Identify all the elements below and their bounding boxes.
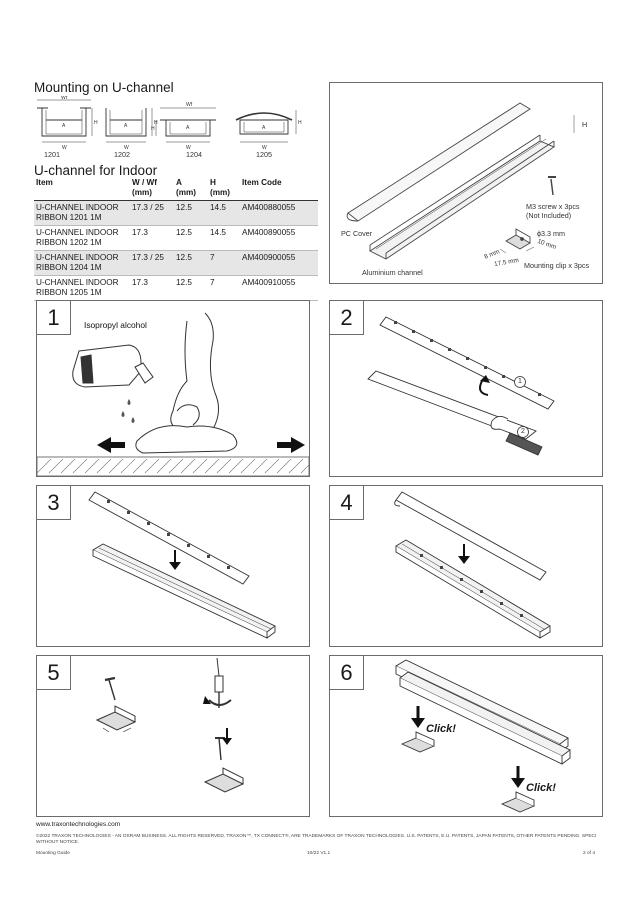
step-4-panel: 4 [329, 485, 603, 647]
screw-label: M3 screw x 3pcs [526, 202, 580, 211]
step-1-illustration [37, 312, 309, 476]
mounting-title: Mounting on U-channel [34, 80, 174, 95]
profile-label-1204: 1204 [186, 150, 202, 159]
step-5-panel: 5 [36, 655, 310, 817]
clip-label: Mounting clip x 3pcs [524, 261, 590, 270]
profile-1201 [37, 99, 93, 143]
profile-diagrams: Wf A W H A W H Wf A W H A W H [37, 96, 302, 151]
legal-line-1: ©2022 TRAXON TECHNOLOGIES - AN OSRAM BUS… [36, 834, 596, 839]
svg-text:W: W [262, 145, 267, 151]
kit-illustration [346, 102, 575, 260]
svg-text:H: H [151, 126, 155, 132]
col-w: W / Wf(mm) [130, 178, 174, 201]
svg-text:A: A [262, 125, 266, 131]
svg-text:A: A [124, 123, 128, 129]
col-code: Item Code [240, 178, 318, 201]
svg-text:H: H [94, 120, 98, 126]
pc-cover-label: PC Cover [341, 229, 373, 238]
indoor-title: U-channel for Indoor [34, 163, 158, 178]
svg-text:W: W [186, 145, 191, 151]
step-4-illustration [394, 491, 551, 639]
profile-label-1202: 1202 [114, 150, 130, 159]
step-3-illustration [88, 491, 276, 639]
svg-text:H: H [298, 120, 302, 126]
profile-1202 [105, 108, 153, 143]
col-item: Item [34, 178, 130, 201]
aluminium-label: Aluminium channel [362, 268, 423, 277]
svg-text:Wf: Wf [61, 96, 68, 101]
page-number: 2 of 4 [583, 851, 596, 856]
profile-1204 [155, 107, 216, 143]
doc-name: Mounting Guide [36, 851, 70, 856]
svg-text:H: H [154, 120, 158, 126]
step-5-illustration [95, 657, 245, 793]
step-6-number: 6 [330, 656, 364, 690]
step-6-panel: 6 Click! Click! [329, 655, 603, 817]
step-5-number: 5 [37, 656, 71, 690]
kit-contents-panel: H PC Cover Aluminium channel M3 screw x … [329, 82, 603, 284]
circle-1-label: 1 [518, 378, 522, 385]
doc-version: 10/22 V1.1 [307, 851, 331, 856]
screw-note: (Not Included) [526, 211, 572, 220]
legal-line-2: WITHOUT NOTICE. [36, 840, 80, 845]
product-table: Item W / Wf(mm) A(mm) H(mm) Item Code U-… [34, 178, 318, 301]
table-header-row: Item W / Wf(mm) A(mm) H(mm) Item Code [34, 178, 318, 201]
col-h: H(mm) [208, 178, 240, 201]
h-dim-label: H [582, 120, 588, 129]
diameter-label: ϕ3.3 mm [537, 229, 565, 238]
click-label-1: Click! [426, 723, 456, 735]
profile-1205 [235, 110, 297, 143]
profile-label-1201: 1201 [44, 150, 60, 159]
profile-label-1205: 1205 [256, 150, 272, 159]
step-6-illustration [395, 659, 571, 813]
website-link[interactable]: www.traxontechnologies.com [36, 821, 121, 828]
circle-2-label: 2 [521, 428, 525, 435]
svg-text:A: A [62, 123, 66, 129]
click-label-2: Click! [526, 782, 556, 794]
step-2-illustration [367, 316, 555, 456]
step-4-number: 4 [330, 486, 364, 520]
step-3-number: 3 [37, 486, 71, 520]
svg-text:A: A [186, 125, 190, 131]
svg-text:Wf: Wf [186, 102, 193, 108]
col-a: A(mm) [174, 178, 208, 201]
step-2-panel: 2 1 2 [329, 300, 603, 477]
svg-text:W: W [124, 145, 129, 151]
step-2-number: 2 [330, 301, 364, 335]
step-3-panel: 3 [36, 485, 310, 647]
step-1-panel: 1 Isopropyl alcohol [36, 300, 310, 477]
isopropyl-label: Isopropyl alcohol [84, 320, 147, 330]
svg-text:W: W [62, 145, 67, 151]
step-1-number: 1 [37, 301, 71, 335]
